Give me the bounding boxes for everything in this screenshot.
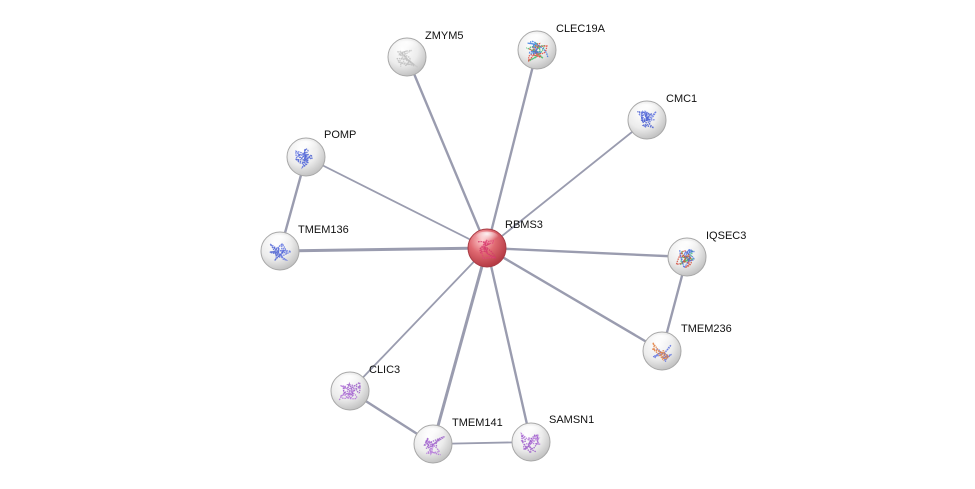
node-tmem141[interactable]: TMEM141 [413,417,503,464]
node-label: CLIC3 [369,364,400,376]
structure-trace [396,50,415,67]
structure-trace [338,384,358,401]
node-highlight [650,334,674,347]
structure-trace [527,42,548,63]
edge-rbms3-zmym5[interactable] [405,55,489,250]
node-label: SAMSN1 [549,414,594,426]
node-samsn1[interactable]: SAMSN1 [511,414,594,462]
node-label: CLEC19A [556,23,606,35]
structure-trace [675,250,692,269]
edge-rbms3-clic3[interactable] [349,247,488,392]
node-highlight [525,33,549,46]
node-tmem236[interactable]: TMEM236 [642,323,732,371]
structure-trace [679,247,695,269]
structure-trace [269,244,285,262]
structure-trace [477,240,498,260]
edge-rbms3-samsn1[interactable] [485,246,533,444]
node-pomp[interactable]: POMP [286,129,356,177]
structure-trace [343,381,362,397]
node-highlight [519,425,543,438]
node-cmc1[interactable]: CMC1 [627,93,697,140]
node-label: TMEM136 [298,224,349,236]
node-label: TMEM141 [452,417,503,429]
structure-trace [652,342,670,362]
node-label: POMP [324,129,356,141]
edge-rbms3-clec19a[interactable] [485,48,539,250]
edge-rbms3-cmc1[interactable] [486,119,648,249]
node-highlight [421,427,445,440]
structure-trace [269,242,293,261]
node-clec19a[interactable]: CLEC19A [517,23,606,70]
edge-rbms3-tmem236[interactable] [485,246,664,353]
node-label: CMC1 [666,93,697,105]
node-highlight [675,240,699,253]
node-highlight [635,103,659,116]
edge-rbms3-tmem136[interactable] [278,246,489,253]
node-highlight [294,140,318,153]
structure-trace [425,437,441,456]
node-label: TMEM236 [681,323,732,335]
node-tmem136[interactable]: TMEM136 [260,224,349,271]
node-highlight [475,231,499,244]
node-rbms3[interactable]: RBMS3 [467,219,543,268]
node-zmym5[interactable]: ZMYM5 [387,30,464,77]
node-label: ZMYM5 [425,30,464,42]
edge-rbms3-tmem141[interactable] [431,246,489,446]
node-highlight [338,374,362,387]
node-clic3[interactable]: CLIC3 [330,364,400,411]
edge-rbms3-iqsec3[interactable] [485,246,689,259]
node-iqsec3[interactable]: IQSEC3 [667,230,746,277]
node-highlight [395,40,419,53]
node-label: RBMS3 [505,219,543,231]
node-highlight [268,234,292,247]
edge-rbms3-pomp[interactable] [305,156,488,249]
node-label: IQSEC3 [706,230,746,242]
